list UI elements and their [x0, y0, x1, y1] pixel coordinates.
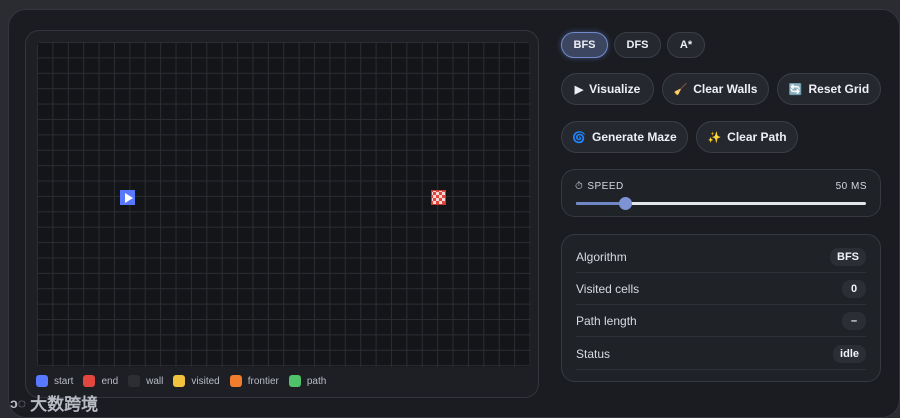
grid-panel: start end wall visited frontier path [25, 30, 539, 398]
start-node[interactable] [120, 190, 135, 205]
legend-item-end: end [83, 375, 118, 387]
legend-label: frontier [247, 375, 279, 387]
stat-value: BFS [830, 247, 866, 266]
legend-swatch [36, 375, 48, 387]
speed-control: ⏱ SPEED 50 MS [561, 169, 881, 217]
legend-label: start [54, 375, 74, 387]
generate-maze-button[interactable]: 🌀 Generate Maze [561, 121, 688, 153]
legend-swatch [229, 375, 242, 387]
visualize-button[interactable]: ▶ Visualize [561, 73, 654, 105]
clear-path-label: Clear Path [727, 130, 787, 144]
broom-icon: 🧹 [673, 83, 688, 96]
swirl-icon: 🌀 [572, 131, 586, 144]
generate-maze-label: Generate Maze [592, 130, 677, 144]
play-icon [124, 192, 133, 203]
stat-value: – [842, 311, 866, 330]
legend-label: visited [191, 375, 220, 387]
speed-slider[interactable] [576, 197, 866, 210]
stat-label: Visited cells [576, 281, 640, 296]
legend-swatch [288, 375, 301, 387]
legend-label: path [306, 375, 327, 387]
algo-dfs-button[interactable]: DFS [614, 32, 661, 58]
stat-row-status: Status idle [576, 338, 866, 370]
algo-astar-label: A* [679, 39, 693, 51]
speed-slider-thumb[interactable] [619, 197, 633, 210]
algo-dfs-label: DFS [626, 39, 649, 51]
legend-item-start: start [36, 375, 73, 387]
legend-swatch [83, 375, 96, 387]
stat-row-visited: Visited cells 0 [576, 273, 866, 305]
speed-value: 50 MS [835, 181, 867, 192]
stat-value: idle [833, 344, 866, 363]
legend-item-wall: wall [128, 375, 163, 387]
refresh-icon: 🔄 [788, 83, 803, 96]
reset-grid-button[interactable]: 🔄 Reset Grid [777, 73, 881, 105]
stat-label: Status [576, 346, 611, 361]
stat-row-path-length: Path length – [576, 305, 866, 337]
stats-panel: Algorithm BFS Visited cells 0 Path lengt… [561, 234, 881, 382]
legend-label: end [101, 375, 119, 387]
legend-item-frontier: frontier [229, 375, 279, 387]
legend: start end wall visited frontier path [36, 375, 326, 387]
legend-item-visited: visited [173, 375, 220, 387]
visualize-label: Visualize [589, 82, 641, 96]
sparkles-icon: ✨ [707, 131, 722, 144]
stat-label: Algorithm [576, 249, 627, 264]
algo-bfs-label: BFS [573, 39, 596, 51]
watermark-logo-icon: ↄ◌ [10, 394, 27, 411]
watermark: ↄ◌ 大数跨境 [10, 390, 98, 415]
algo-bfs-button[interactable]: BFS [561, 32, 608, 58]
legend-label: wall [146, 375, 164, 387]
play-icon: ▶ [574, 83, 584, 96]
algo-astar-button[interactable]: A* [667, 32, 705, 58]
clear-walls-label: Clear Walls [693, 82, 758, 96]
stopwatch-icon: ⏱ [575, 181, 584, 192]
stat-value: 0 [842, 279, 866, 298]
stat-row-algorithm: Algorithm BFS [576, 241, 866, 273]
clear-path-button[interactable]: ✨ Clear Path [696, 121, 798, 153]
reset-grid-label: Reset Grid [808, 82, 870, 96]
clear-walls-button[interactable]: 🧹 Clear Walls [662, 73, 769, 105]
pathfinding-grid[interactable] [37, 42, 531, 367]
legend-swatch [173, 375, 186, 387]
app-window: start end wall visited frontier path [8, 9, 900, 418]
speed-label-group: ⏱ SPEED [575, 181, 624, 192]
legend-item-path: path [288, 375, 327, 387]
speed-slider-fill [576, 202, 626, 205]
legend-swatch [128, 375, 141, 387]
stat-label: Path length [576, 313, 637, 328]
end-node[interactable] [431, 190, 446, 205]
watermark-text: 大数跨境 [30, 395, 99, 414]
speed-label: SPEED [587, 181, 624, 192]
